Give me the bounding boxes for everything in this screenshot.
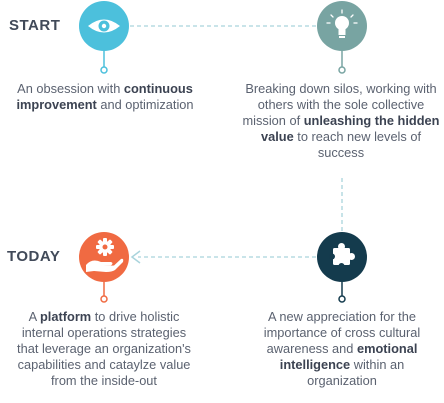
step-description-platform: A platform to drive holistic internal op… — [12, 309, 196, 389]
stage-label-start: START — [9, 17, 61, 34]
body-text: A — [28, 309, 40, 324]
step-description-silos: Breaking down silos, working with others… — [238, 81, 444, 161]
body-text: within an organization — [307, 357, 405, 388]
body-text: An obsession with — [17, 81, 124, 96]
body-text: Breaking down silos, working with others… — [242, 81, 437, 128]
arrowhead-left-icon — [130, 250, 141, 264]
step-description-continuous: An obsession with continuous improvement… — [0, 81, 210, 113]
body-text: and optimization — [96, 97, 194, 112]
body-text: A new appreciation for the importance of… — [263, 309, 421, 356]
step-dot — [100, 66, 108, 74]
body-text: to reach new levels of success — [293, 129, 422, 160]
emphasis-text: emotional intelligence — [279, 341, 418, 372]
body-text: to drive holistic internal operations st… — [17, 309, 191, 388]
hand-gear-icon — [86, 238, 124, 272]
gear-icon — [96, 238, 114, 256]
step-dot — [338, 66, 346, 74]
step-continuous — [79, 1, 129, 74]
emphasis-text: unleashing the hidden value — [260, 113, 440, 144]
eye-icon — [88, 19, 120, 33]
emphasis-text: platform — [39, 309, 92, 324]
puzzle-icon — [329, 243, 355, 269]
emphasis-text: continuous improvement — [16, 81, 193, 112]
step-silos — [317, 1, 367, 74]
step-dot — [100, 295, 108, 303]
step-description-cultural: A new appreciation for the importance of… — [250, 309, 434, 389]
stage-label-today: TODAY — [7, 248, 61, 265]
step-cultural — [317, 232, 367, 303]
step-dot — [338, 295, 346, 303]
step-platform — [79, 232, 129, 303]
lightbulb-icon — [326, 9, 358, 38]
